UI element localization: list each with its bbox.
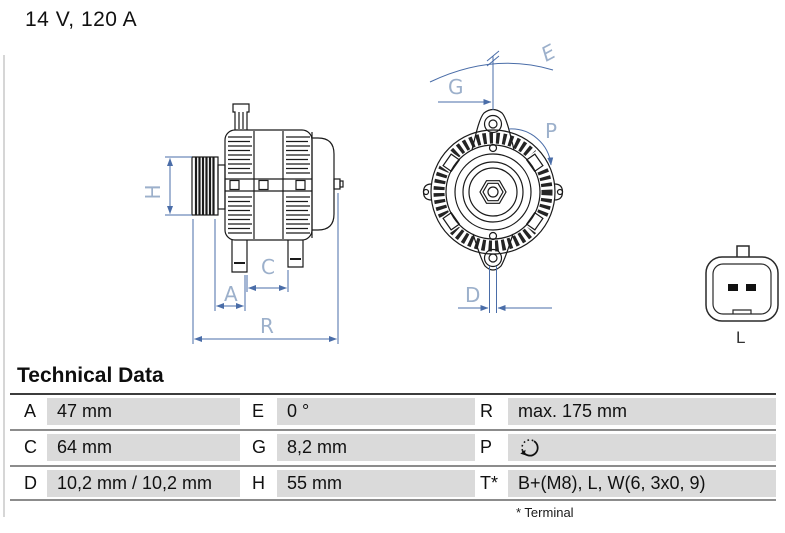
table-row: C 64 mm G 8,2 mm P <box>10 434 776 461</box>
front-view-dimension-lines <box>429 50 554 313</box>
spec-value: 8,2 mm <box>277 434 475 461</box>
dim-label-e: E <box>537 39 560 66</box>
table-row: D 10,2 mm / 10,2 mm H 55 mm T* B+(M8), L… <box>10 470 776 497</box>
connector-terminal-label: L <box>736 328 745 347</box>
spec-key: G <box>240 434 277 461</box>
spec-value-rotation <box>508 434 776 461</box>
spec-value: 55 mm <box>277 470 475 497</box>
spec-key: C <box>10 434 47 461</box>
spec-value: 10,2 mm / 10,2 mm <box>47 470 240 497</box>
dim-label-r: R <box>260 314 274 338</box>
alternator-side-view <box>191 103 344 273</box>
alternator-technical-drawing: H A C R <box>141 39 779 347</box>
spec-key: T* <box>475 470 508 497</box>
spec-key: R <box>475 398 508 425</box>
dim-label-c: C <box>261 255 275 279</box>
dim-label-d: D <box>465 283 480 307</box>
spec-key: H <box>240 470 277 497</box>
dim-label-p: P <box>545 119 557 143</box>
dim-label-g: G <box>448 75 464 99</box>
terminal-footnote: * Terminal <box>516 505 574 520</box>
table-top-rule <box>10 393 776 395</box>
dim-label-h: H <box>141 184 165 199</box>
table-row: A 47 mm E 0 ° R max. 175 mm <box>10 398 776 425</box>
spec-value: 64 mm <box>47 434 240 461</box>
connector-plug-drawing <box>705 245 779 322</box>
voltage-amperage-spec: 14 V, 120 A <box>25 8 138 31</box>
side-view-dimension-lines <box>165 156 339 344</box>
technical-data-title: Technical Data <box>17 364 164 387</box>
alternator-front-view <box>422 108 564 271</box>
rotation-direction-icon <box>520 439 539 457</box>
row-separator <box>10 465 776 467</box>
technical-data-section: Technical Data A 47 mm E 0 ° R max. 175 … <box>10 364 776 520</box>
spec-value: 47 mm <box>47 398 240 425</box>
page-left-border <box>3 55 5 517</box>
dim-label-a: A <box>224 282 238 306</box>
spec-value: B+(M8), L, W(6, 3x0, 9) <box>508 470 776 497</box>
spec-key: A <box>10 398 47 425</box>
row-separator <box>10 429 776 431</box>
spec-key: D <box>10 470 47 497</box>
spec-value: max. 175 mm <box>508 398 776 425</box>
spec-key: P <box>475 434 508 461</box>
spec-value: 0 ° <box>277 398 475 425</box>
table-bottom-rule <box>10 499 776 501</box>
spec-key: E <box>240 398 277 425</box>
